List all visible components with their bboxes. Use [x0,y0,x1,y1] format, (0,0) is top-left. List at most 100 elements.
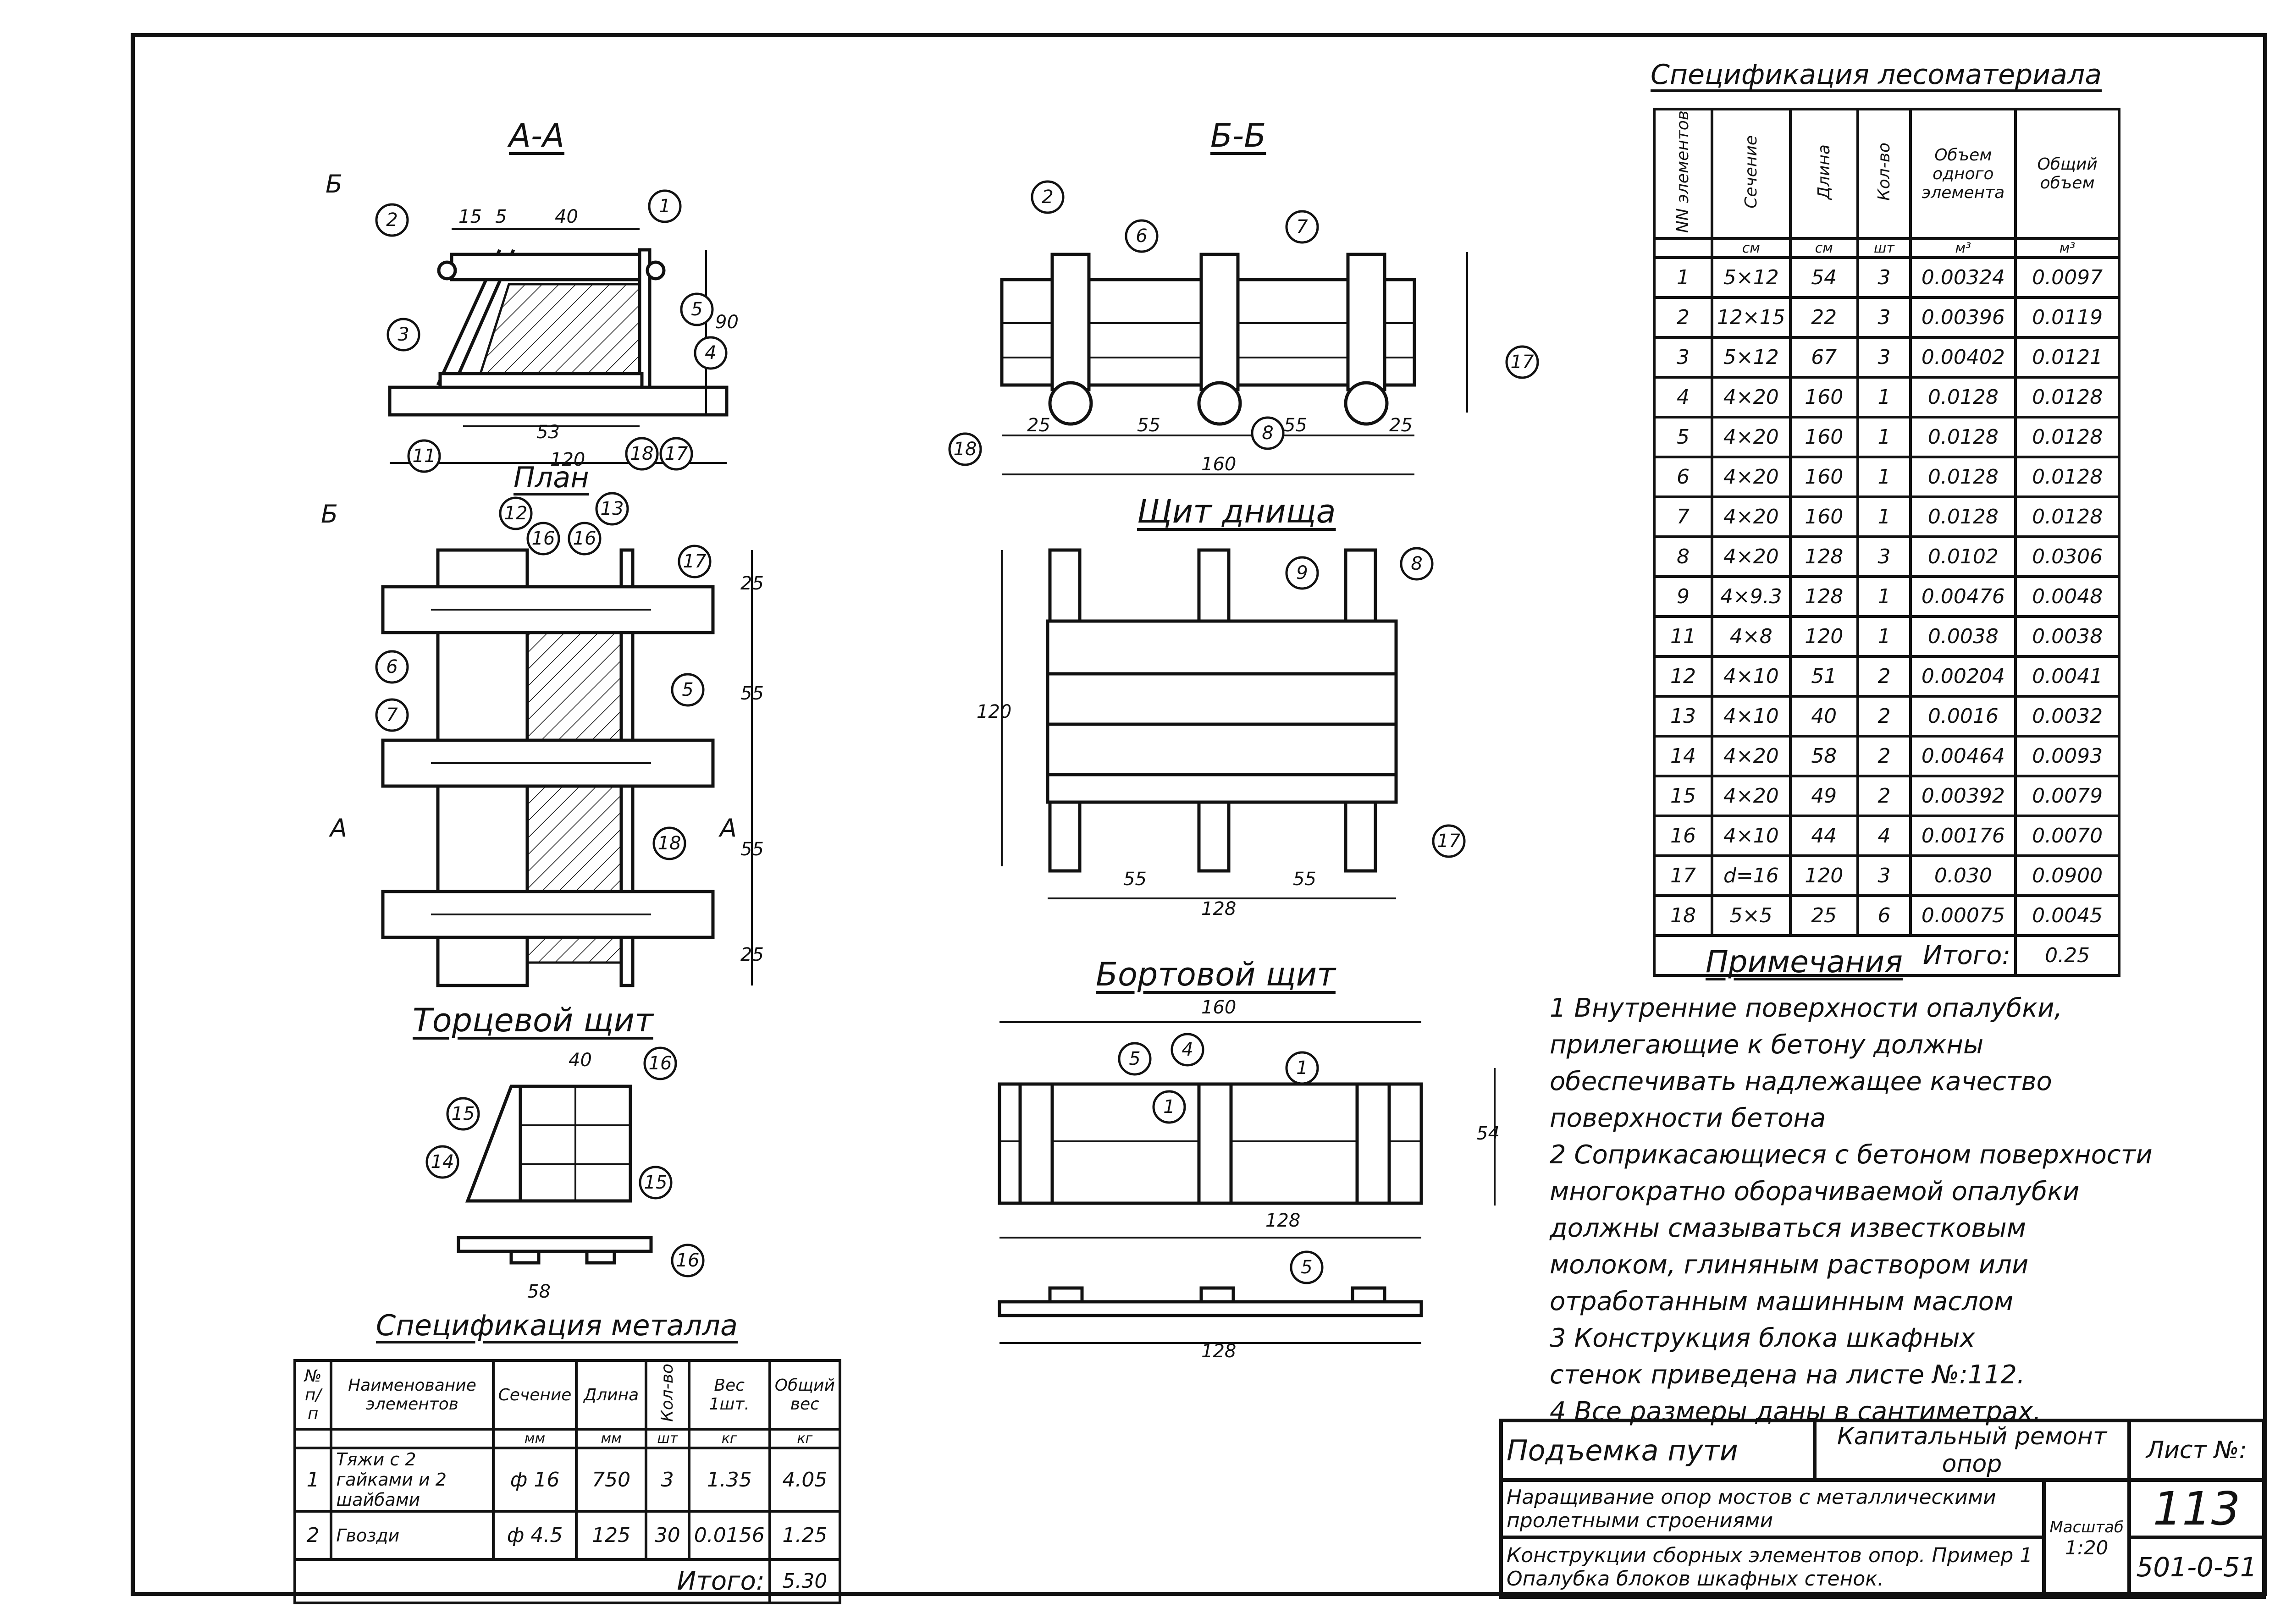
metal-unit-cell: мм [575,1428,647,1449]
wood-spec-cell: 4×20 [1710,775,1792,818]
wood-spec-cell: 3 [1856,854,1912,897]
wood-spec-total-row: Итого:0.25 [1652,934,2120,977]
metal-unit-cell: кг [687,1428,771,1449]
position-mark-label: 3 [398,324,409,345]
dim-label: 120 [977,701,1012,722]
position-mark-label: 7 [1296,216,1308,237]
wood-spec-cell: 25 [1789,894,1859,937]
wood-spec-cell: 4×10 [1710,655,1792,698]
position-mark-label: 17 [683,551,707,572]
wood-spec-cell: 5 [1653,416,1713,459]
section-bb-title: Б-Б [1210,117,1266,154]
metal-spec-cell: 0.0156 [687,1510,771,1561]
wood-spec-cell: 0.0041 [2014,655,2120,698]
note-line: 2 Соприкасающиеся с бетоном поверхности [1550,1140,2153,1170]
wood-spec-cell: 4×20 [1710,376,1792,419]
position-mark-label: 16 [573,528,596,549]
section-aa-title: А-А [509,117,565,154]
position-mark-11: 11 [407,439,441,473]
side-panel-title: Бортовой щит [1096,956,1336,993]
metal-spec-cell: 1.35 [687,1447,771,1513]
position-mark-label: 17 [1437,831,1461,852]
position-mark-5: 5 [1118,1042,1152,1076]
wood-spec-cell: 3 [1856,296,1912,339]
wood-spec-cell: 0.0102 [1909,535,2017,578]
wood-spec-cell: 0.0128 [1909,495,2017,539]
position-mark-label: 1 [1163,1096,1175,1118]
metal-col-header: Кол-во [644,1359,690,1431]
wood-spec-cell: 44 [1789,815,1859,858]
wood-spec-cell: 1 [1856,376,1912,419]
wood-spec-cell: 4×20 [1710,456,1792,499]
wood-spec-cell: 6 [1653,456,1713,499]
wood-total-value: 0.25 [2014,934,2120,977]
wood-spec-cell: 4 [1653,376,1713,419]
dim-label: 55 [1293,869,1316,890]
stamp-sheet-no: 113 [2127,1478,2266,1539]
end-panel-drawing [457,1085,653,1265]
dim-label: 5 [495,206,507,227]
wood-spec-cell: 7 [1653,495,1713,539]
note-line: прилегающие к бетону должны [1550,1030,1984,1060]
wood-col-header: Кол-во [1856,107,1912,240]
wood-spec-cell: 0.0016 [1909,695,2017,738]
wood-spec-cell: 0.00176 [1909,815,2017,858]
wood-spec-cell: 4×10 [1710,815,1792,858]
stamp-scale: 1:20 [2065,1536,2109,1559]
wood-spec-cell: 2 [1653,296,1713,339]
position-mark-label: 2 [386,209,398,231]
dim-label: 55 [740,683,764,704]
wood-spec-cell: 4×20 [1710,535,1792,578]
wood-spec-cell: 0.00204 [1909,655,2017,698]
side-panel-drawing [998,1021,1496,1344]
position-mark-label: 18 [954,439,977,460]
wood-spec-cell: 4 [1856,815,1912,858]
wood-spec-cell: 15 [1653,775,1713,818]
wood-spec-cell: d=16 [1710,854,1792,897]
metal-col-header: Сечение [491,1359,578,1431]
wood-spec-cell: 1 [1856,615,1912,658]
note-line: стенок приведена на листе №:112. [1550,1360,2025,1390]
wood-spec-cell: 0.00075 [1909,894,2017,937]
wood-spec-cell: 67 [1789,336,1859,379]
dim-label: 58 [527,1281,551,1302]
position-mark-label: 17 [1511,352,1534,373]
section-bb-drawing [1000,252,1468,475]
note-line: молоком, глиняным раствором или [1550,1250,2029,1280]
dim-label: 55 [740,839,764,860]
wood-spec-cell: 11 [1653,615,1713,658]
metal-spec-cell: 4.05 [768,1447,842,1513]
position-mark-8: 8 [1251,416,1285,450]
wood-spec-cell: 0.0070 [2014,815,2120,858]
position-mark-label: 11 [413,446,436,467]
position-mark-label: 8 [1262,423,1273,444]
wood-spec-cell: 160 [1789,456,1859,499]
wood-spec-cell: 16 [1653,815,1713,858]
wood-spec-cell: 4×20 [1710,735,1792,778]
wood-spec-cell: 0.0128 [2014,376,2120,419]
position-mark-label: 18 [658,833,681,854]
dim-label: 25 [740,573,764,594]
wood-unit-cell: шт [1856,237,1912,259]
metal-spec-cell: ф 16 [491,1447,578,1513]
dim-label: 128 [1201,1341,1237,1362]
wood-spec-cell: 160 [1789,376,1859,419]
wood-spec-cell: 0.0032 [2014,695,2120,738]
note-line: обеспечивать надлежащее качество [1550,1067,2052,1096]
position-mark-18: 18 [625,437,659,471]
dim-label: 25 [1389,415,1413,436]
dim-label: 55 [1123,869,1147,890]
metal-spec-cell: 3 [644,1447,690,1513]
position-mark-label: 16 [532,528,555,549]
position-mark-7: 7 [375,698,409,732]
metal-spec-table: № п/п Наименование элементов Сечение Дли… [293,1359,842,1604]
wood-spec-cell: 9 [1653,575,1713,618]
wood-spec-cell: 49 [1789,775,1859,818]
